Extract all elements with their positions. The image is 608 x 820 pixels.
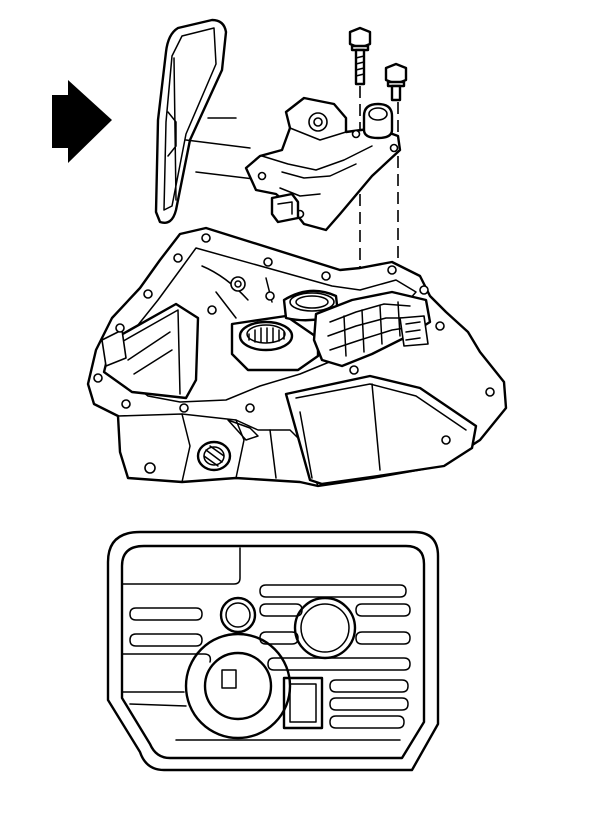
oil-pan-gasket [106,530,440,772]
bolt-right [384,62,408,102]
transmission-case [86,226,508,488]
valve-body-bracket [244,96,402,232]
transmission-oil-filter [154,18,263,224]
direction-arrow [52,80,112,163]
bolt-left [348,26,372,86]
